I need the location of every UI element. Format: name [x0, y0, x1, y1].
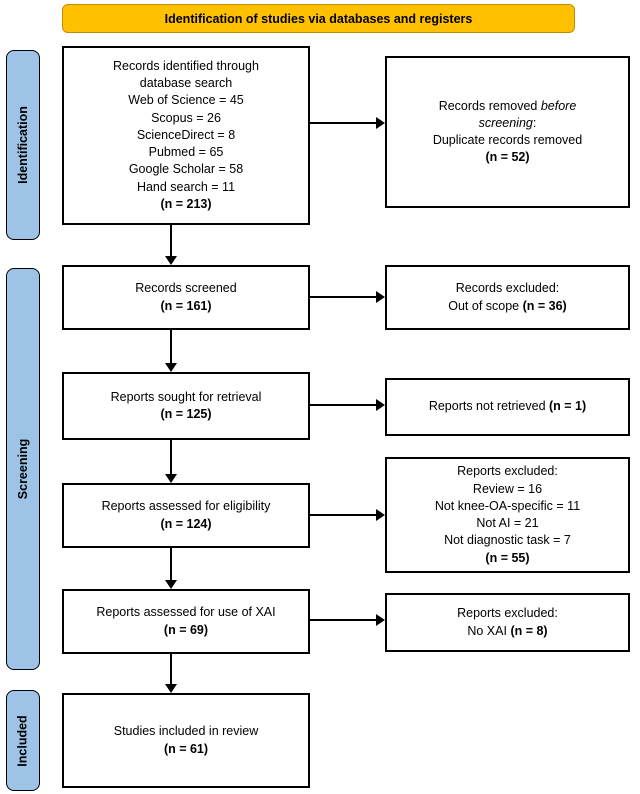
box-studies-included-text: Studies included in review(n = 61)	[113, 724, 259, 756]
box-records-screened: Records screened(n = 161)	[62, 265, 310, 330]
box-reports-xai-text: Reports assessed for use of XAI(n = 69)	[96, 605, 276, 637]
phase-label-identification-text: Identification	[16, 106, 30, 184]
phase-label-screening-text: Screening	[16, 438, 30, 500]
box-reports-not-retrieved: Reports not retrieved (n = 1)	[385, 378, 630, 436]
phase-label-included-text: Included	[16, 714, 30, 767]
box-records-screened-text: Records screened(n = 161)	[135, 281, 237, 313]
box-studies-included: Studies included in review(n = 61)	[62, 693, 310, 788]
box-reports-xai: Reports assessed for use of XAI(n = 69)	[62, 589, 310, 654]
box-reports-eligibility: Reports assessed for eligibility(n = 124…	[62, 483, 310, 548]
box-reports-sought-text: Reports sought for retrieval(n = 125)	[110, 389, 262, 421]
box-reports-eligibility-text: Reports assessed for eligibility(n = 124…	[101, 499, 271, 531]
box-records-excluded: Records excluded:Out of scope (n = 36)	[385, 265, 630, 330]
diagram-title: Identification of studies via databases …	[164, 11, 473, 26]
box-no-xai-excluded: Reports excluded:No XAI (n = 8)	[385, 593, 630, 652]
diagram-title-banner: Identification of studies via databases …	[62, 4, 575, 33]
box-no-xai-excluded-text: Reports excluded:No XAI (n = 8)	[457, 606, 558, 638]
box-reports-sought: Reports sought for retrieval(n = 125)	[62, 372, 310, 440]
phase-label-identification: Identification	[6, 50, 40, 240]
phase-label-included: Included	[6, 690, 40, 791]
phase-label-screening: Screening	[6, 268, 40, 670]
box-reports-not-retrieved-text: Reports not retrieved (n = 1)	[428, 399, 587, 414]
box-records-excluded-text: Records excluded:Out of scope (n = 36)	[448, 281, 567, 313]
